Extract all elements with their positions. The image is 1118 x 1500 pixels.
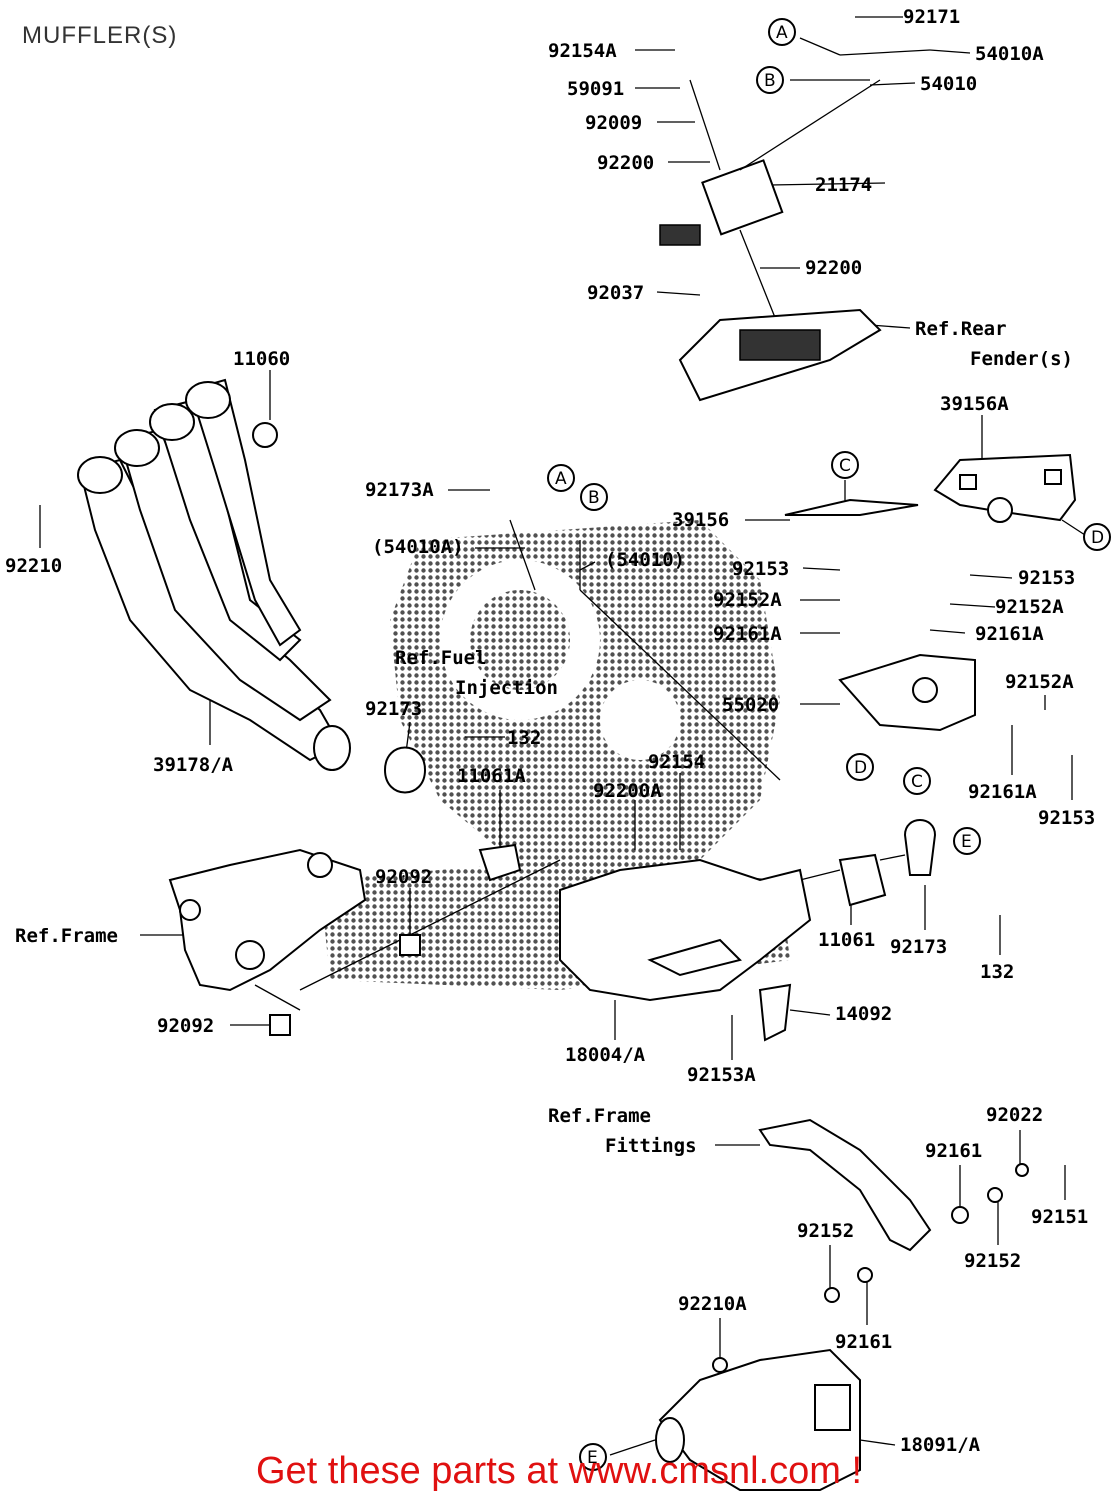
part-label: 92153 [1038,807,1095,829]
part-label: 92022 [986,1104,1043,1126]
svg-text:A: A [776,23,788,43]
part-label: 92161A [713,623,782,645]
part-label: 92210 [5,555,62,577]
callout-c-top: C [831,451,859,479]
part-label: 92173A [365,479,434,501]
ref-frame-fittings-line2: Fittings [605,1135,697,1157]
part-label: 39156 [672,509,729,531]
part-label: 14092 [835,1003,892,1025]
part-number-labels: 92171 54010A 92154A 54010 59091 92009 92… [5,6,1095,1456]
exhaust-header-pipes [77,378,351,771]
part-label: 92152 [797,1220,854,1242]
part-label: 55020 [722,694,779,716]
silencer-cover [655,1348,861,1491]
part-label: 92200A [593,780,662,802]
part-label: 92152A [1005,671,1074,693]
page-title: MUFFLER(S) [22,22,178,49]
ref-rear-fender-line1: Ref.Rear [915,318,1007,340]
svg-text:C: C [911,772,923,792]
ref-fuel-injection-line1: Ref.Fuel [395,647,487,669]
callout-e-bottom: E [579,1443,607,1471]
part-label: 92151 [1031,1206,1088,1228]
part-label: (54010) [605,549,685,571]
part-label: 54010A [975,43,1044,65]
svg-text:A: A [555,469,567,489]
part-label: 92200 [805,257,862,279]
part-label: 18004/A [565,1044,646,1066]
part-label: 92037 [587,282,644,304]
part-label: 92009 [585,112,642,134]
part-label: 92173 [365,698,422,720]
part-label: 92154A [548,40,617,62]
callout-letters: A B A B C D D C E E [547,18,1111,1471]
heat-guard-shields [784,453,1077,732]
servo-motor-assembly [659,79,882,402]
ref-rear-fender-line2: Fender(s) [970,348,1073,370]
footer-link-text[interactable]: Get these parts at www.cmsnl.com ! [255,1450,863,1492]
svg-text:D: D [854,758,867,778]
callout-c-mid: C [903,767,931,795]
part-label: 92092 [157,1015,214,1037]
part-label: 39178/A [153,754,234,776]
part-label: 132 [507,727,541,749]
frame-bracket-left [168,848,421,1036]
callout-b-mid: B [580,483,608,511]
part-label: 11060 [233,348,290,370]
callout-a-top: A [768,18,796,46]
svg-text:B: B [764,71,776,91]
frame-fittings-right [712,1118,1029,1373]
part-label: 92200 [597,152,654,174]
part-label: 92210A [678,1293,747,1315]
svg-text:D: D [1091,528,1104,548]
ref-fuel-injection-line2: Injection [455,677,558,699]
part-label: 18091/A [900,1434,981,1456]
callout-b-top: B [756,66,784,94]
part-label: 11061A [457,765,526,787]
part-label: 92152A [713,589,782,611]
reference-labels: Ref.Rear Fender(s) Ref.Fuel Injection Re… [15,318,1073,1157]
callout-e-top: E [953,827,981,855]
part-label: 132 [980,961,1014,983]
part-label: 92152A [995,596,1064,618]
part-label: 59091 [567,78,624,100]
part-label: 92092 [375,866,432,888]
callout-d-mid: D [846,753,874,781]
ref-frame: Ref.Frame [15,925,118,947]
part-label: 92153A [687,1064,756,1086]
part-label: 92161A [975,623,1044,645]
part-label: 21174 [815,174,872,196]
svg-text:B: B [588,488,600,508]
part-label: 92154 [648,751,705,773]
part-label: 92161 [925,1140,982,1162]
callout-d-top: D [1083,523,1111,551]
part-label: 92161 [835,1331,892,1353]
callout-a-mid: A [547,464,575,492]
svg-text:E: E [961,832,972,852]
ref-frame-fittings-line1: Ref.Frame [548,1105,651,1127]
part-label: 92153 [732,558,789,580]
part-label: 54010 [920,73,977,95]
part-label: 11061 [818,929,875,951]
leader-lines [39,16,1086,1456]
catalyzer-and-silencer-clamps [383,746,937,907]
part-label: 92161A [968,781,1037,803]
part-label: 92171 [903,6,960,28]
part-label: 92153 [1018,567,1075,589]
main-catalyzer-body [559,858,812,1042]
svg-text:C: C [839,456,851,476]
svg-text:E: E [587,1448,598,1468]
part-label: (54010A) [372,536,464,558]
part-label: 39156A [940,393,1009,415]
part-label: 92152 [964,1250,1021,1272]
part-label: 92173 [890,936,947,958]
